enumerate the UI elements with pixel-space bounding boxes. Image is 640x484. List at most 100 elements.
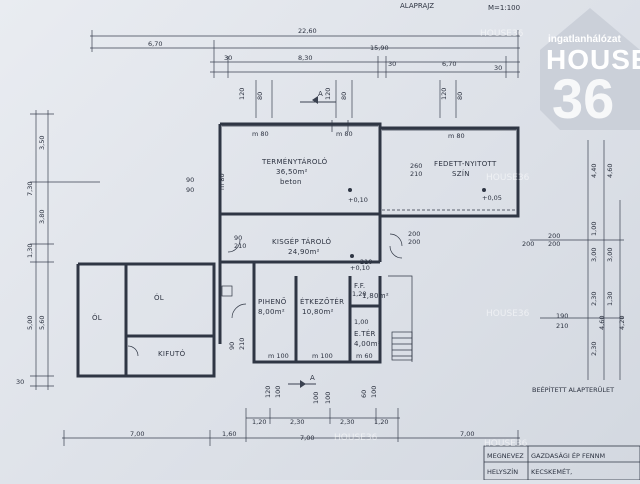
wall-details (127, 120, 516, 362)
dim-left-6: 5,60 (38, 316, 46, 330)
opening-3: 260 (410, 162, 422, 170)
logo-brand-house: HOUSE (546, 44, 640, 75)
dim-top-d6: 6,70 (442, 60, 456, 68)
dim-bottom-v3: 100 (312, 392, 320, 404)
titleblock-value-1: GAZDASÁGI ÉP FENNM (531, 451, 605, 460)
room-etkezo-area: 10,80m² (302, 308, 334, 316)
room-fedett-name: FEDETT-NYITOTT (434, 160, 497, 168)
titleblock-value-2: KECSKEMÉT, (531, 467, 572, 476)
level-markers (348, 188, 486, 258)
opening-15: 90 (228, 342, 236, 350)
building-walls (76, 122, 520, 378)
room-fedett-name2: SZÍN (452, 169, 470, 178)
watermark-4: HOUSE36 (334, 433, 378, 443)
opening-2: 90 (186, 186, 194, 194)
window-label-3: m 80 (448, 132, 465, 140)
dim-bottom-2: 2,30 (290, 418, 304, 426)
titleblock-label-2: HELYSZÍN (487, 467, 518, 476)
room-etkezo-name: ÉTKEZŐTÉR (300, 297, 344, 306)
dim-vert-1: 120 (238, 88, 246, 100)
dim-left-5: 5,00 (26, 316, 34, 330)
room-ol-2: ÓL (154, 293, 164, 302)
room-termenytarolo-name: TERMÉNYTÁROLÓ (261, 157, 328, 166)
opening-5: 90 (234, 234, 242, 242)
dim-top-d1: 6,70 (148, 40, 162, 48)
dim-vert-2: 80 (256, 92, 264, 100)
dim-right-7: 1,30 (606, 292, 614, 306)
dim-bottom-1: 1,20 (252, 418, 266, 426)
dim-right-10: 2,30 (590, 342, 598, 356)
dim-right-5: 3,00 (606, 248, 614, 262)
watermark-3: HOUSE36 (480, 29, 524, 39)
door-100-b: m 100 (312, 352, 333, 360)
room-kifuto: KIFUTÓ (158, 349, 186, 358)
dim-right-1: 4,40 (590, 164, 598, 178)
opening-6: 210 (234, 242, 246, 250)
dim-right-3: 1,00 (590, 222, 598, 236)
dim-left-7: 30 (16, 378, 24, 386)
window-label-2: m 80 (336, 130, 353, 138)
watermark-5: HOUSE36 (484, 439, 528, 449)
opening-12: 210 (360, 258, 372, 266)
section-mark-bottom: A (310, 374, 315, 382)
logo-house-shape (540, 8, 640, 130)
dim-vert-6: 80 (456, 92, 464, 100)
opening-13: 190 (556, 312, 568, 320)
room-ff-area: 1,80m² (362, 292, 389, 300)
house36-logo: ingatlanhálózat HOUSE 36 (528, 0, 640, 132)
titleblock-label-1: MEGNEVEZ (487, 452, 524, 460)
logo-brand-num: 36 (552, 67, 615, 130)
section-arrow-bottom (300, 380, 306, 388)
dim-bottom-v4: 100 (324, 392, 332, 404)
left-dimension-lines (30, 110, 100, 390)
watermark-2: HOUSE36 (486, 309, 530, 319)
dim-bottom-v1: 120 (264, 386, 272, 398)
dim-right-2: 4,60 (606, 164, 614, 178)
room-kisgep-area: 24,90m² (288, 248, 320, 256)
dim-right-4: 3,00 (590, 248, 598, 262)
top-dimension-lines (90, 30, 520, 118)
opening-1: 90 (186, 176, 194, 184)
level-3: +0,10 (350, 264, 370, 272)
dim-bottom-4: 1,20 (374, 418, 388, 426)
dim-bottom-v2: 100 (274, 386, 282, 398)
dim-bottom-3: 2,30 (340, 418, 354, 426)
dim-left-2: 7,30 (26, 182, 34, 196)
opening-9: 200 (548, 232, 560, 240)
dim-bottom-5: 7,00 (130, 430, 144, 438)
dim-right-8: 4,60 (598, 316, 606, 330)
opening-16: 210 (238, 338, 246, 350)
level-2: +0,05 (482, 194, 502, 202)
dim-bottom-v5: 60 (360, 390, 368, 398)
level-1: +0,10 (348, 196, 368, 204)
window-label-1: m 80 (252, 130, 269, 138)
room-piheno-area: 8,00m² (258, 308, 285, 316)
opening-17: 1,00 (354, 318, 368, 326)
dim-bottom-7: 7,00 (300, 434, 314, 442)
bottom-dimension-lines (62, 408, 520, 446)
watermark-1: HOUSE36 (486, 173, 530, 183)
opening-18: 1,20 (352, 290, 366, 298)
logo-brand-top: ingatlanhálózat (548, 34, 621, 45)
room-ff-name: F.F. (354, 282, 365, 290)
opening-10: 200 (548, 240, 560, 248)
door-100-a: m 100 (268, 352, 289, 360)
right-dimension-lines (530, 140, 624, 380)
dim-top-d4: 8,30 (298, 54, 312, 62)
opening-4: 210 (410, 170, 422, 178)
dim-top-d5: 30 (388, 60, 396, 68)
legend-beepitett: BEÉPÍTETT ALAPTERÜLET (532, 385, 614, 394)
room-eter-name: E.TÉR (354, 329, 376, 338)
dim-vert-3: 120 (324, 88, 332, 100)
dim-right-9: 4,20 (618, 316, 626, 330)
dim-left-3: 3,80 (38, 210, 46, 224)
room-termenytarolo-material: beton (280, 178, 302, 186)
room-ol-1: ÓL (92, 313, 102, 322)
dim-vert-5: 120 (440, 88, 448, 100)
sheet-scale: M=1:100 (488, 4, 520, 12)
opening-8: 200 (408, 238, 420, 246)
opening-11: 200 (522, 240, 534, 248)
dim-bottom-8: 7,00 (460, 430, 474, 438)
room-eter-area: 4,00m² (354, 340, 381, 348)
